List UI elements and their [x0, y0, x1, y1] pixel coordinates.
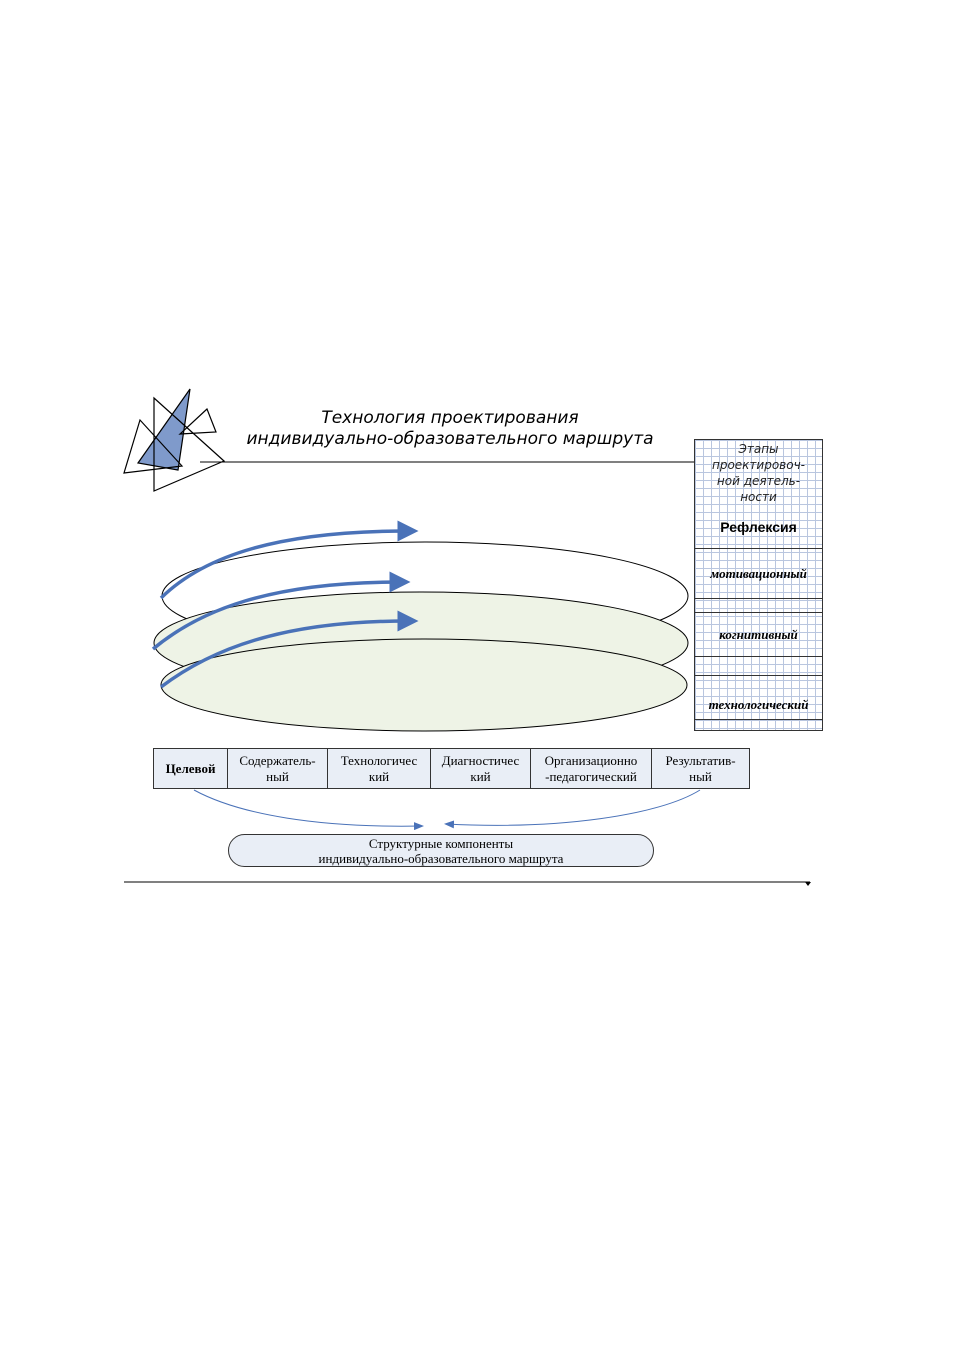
component-label: Организационно [544, 752, 638, 768]
component-label: Технологичес [340, 752, 418, 768]
component-cell-target: Целевой [154, 749, 228, 788]
spiral-arrow-bottom [159, 610, 419, 689]
stage-cognitive: когнитивный [694, 612, 823, 657]
stage-technological: технологический [694, 675, 823, 720]
stages-header-line-2: проектировоч- [711, 458, 806, 472]
component-cell-organizational: Организационно -педагогический [531, 749, 652, 788]
bottom-rule-arrow-icon [805, 882, 811, 886]
title-line-1: Технология проектирования [321, 408, 579, 428]
curve-arrow-right [444, 789, 701, 829]
component-label: Диагностичес [441, 752, 520, 768]
spiral-arrow-top [159, 520, 419, 600]
stages-panel [694, 439, 823, 731]
spiral-arrow-middle [151, 571, 411, 651]
component-label: кий [470, 768, 491, 784]
component-label: ный [266, 768, 289, 784]
structural-line-1: Структурные компоненты [368, 835, 514, 851]
components-row: Целевой Содержатель- ный Технологичес ки… [153, 748, 750, 789]
stage-motivational: мотивационный [694, 548, 823, 599]
component-label: Целевой [165, 760, 216, 776]
structural-components-box: Структурные компоненты индивидуально-обр… [228, 834, 654, 867]
stage-cognitive-label: когнитивный [719, 626, 798, 642]
component-cell-diagnostic: Диагностичес кий [431, 749, 531, 788]
stage-motivational-label: мотивационный [710, 565, 807, 581]
curve-arrow-left [193, 789, 424, 831]
component-cell-technological: Технологичес кий [328, 749, 431, 788]
stages-header-line-4: ности [740, 490, 777, 504]
stage-technological-label: технологический [708, 696, 809, 712]
component-label: Содержатель- [239, 752, 316, 768]
reflexia-label: Рефлексия [720, 519, 797, 535]
diagram-title: Технология проектирования индивидуально-… [200, 408, 700, 450]
component-label: ный [689, 768, 712, 784]
structural-line-2: индивидуально-образовательного маршрута [318, 850, 564, 866]
component-cell-result: Результатив- ный [652, 749, 749, 788]
component-label: кий [368, 768, 390, 784]
stages-header-line-1: Этапы [738, 442, 779, 456]
component-cell-content: Содержатель- ный [228, 749, 328, 788]
level-ellipse-bottom [160, 638, 688, 732]
stages-header-line-3: ной деятель- [716, 474, 801, 488]
title-line-2: индивидуально-образовательного маршрута [246, 429, 654, 449]
component-label: Результатив- [665, 752, 736, 768]
triangles-logo-icon [123, 388, 226, 492]
stages-header: Этапы проектировоч- ной деятель- ности [700, 441, 817, 505]
component-label: -педагогический [545, 768, 637, 784]
